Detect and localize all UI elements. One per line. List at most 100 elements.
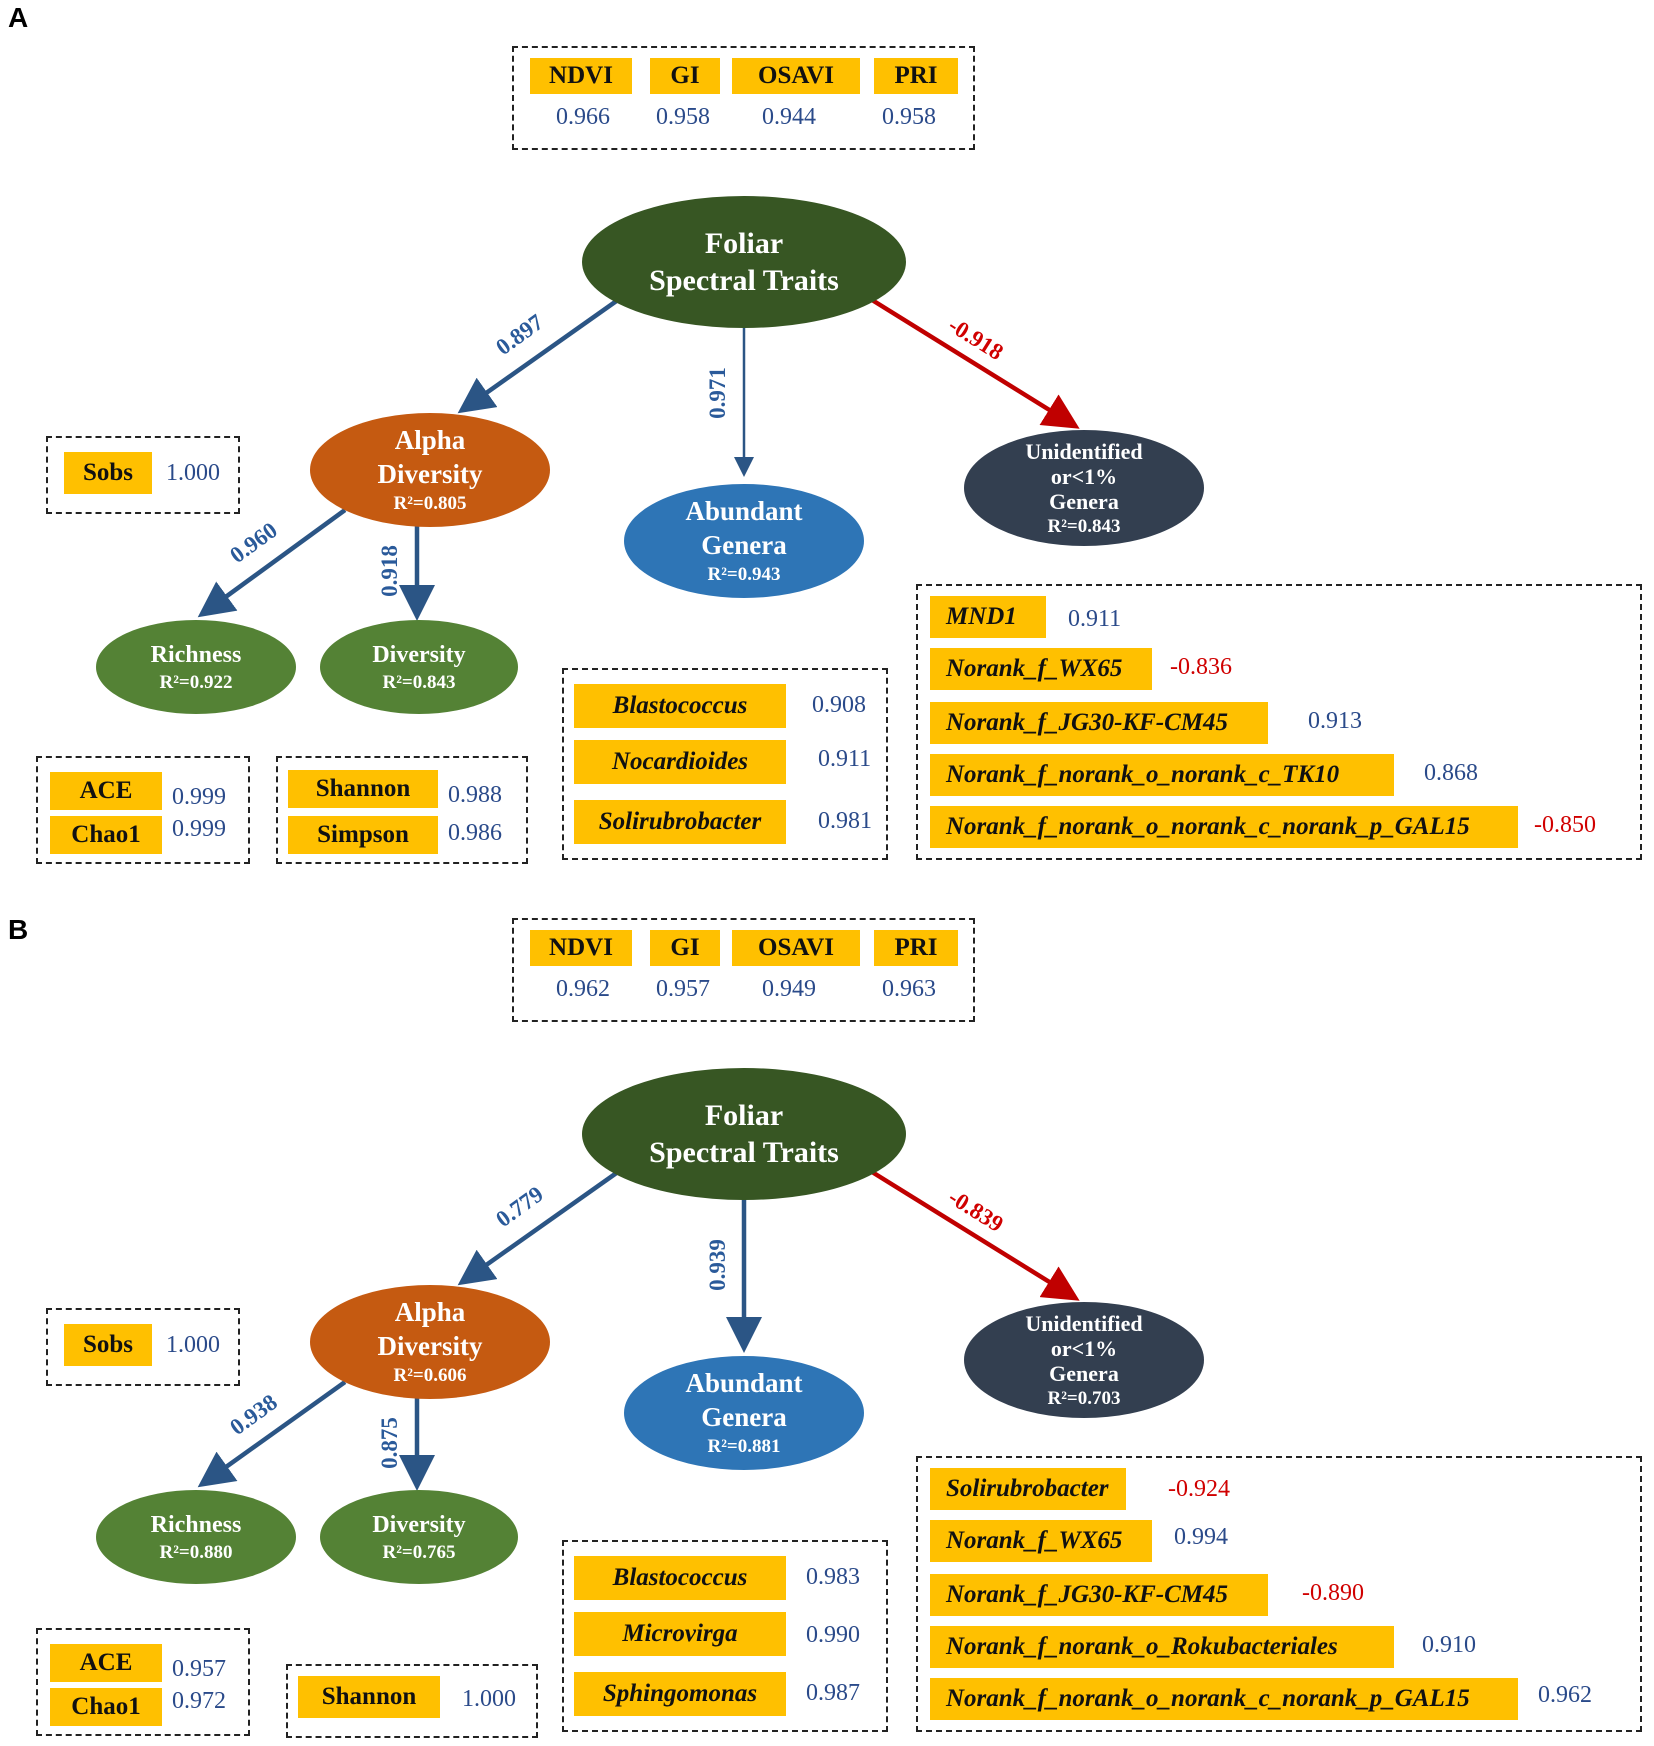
- index-value-gi: 0.957: [656, 976, 710, 1002]
- panel-b-arrows: [197, 1160, 1080, 1491]
- foliar-title-line1: Foliar: [704, 1098, 784, 1132]
- diversity-title: Diversity: [372, 1511, 466, 1538]
- richness-index-label: ACE: [50, 1644, 162, 1682]
- abundant-genus-label: Nocardioides: [574, 740, 786, 784]
- alpha-diversity-node: Alpha Diversity R²=0.606: [310, 1285, 550, 1399]
- diversity-index-value: 0.988: [448, 782, 502, 808]
- unidentified-genus-value: 0.962: [1538, 1682, 1592, 1708]
- unidentified-title-line3: Genera: [1049, 489, 1119, 515]
- abundant-genera-node: Abundant Genera R²=0.881: [624, 1356, 864, 1470]
- diversity-index-value: 1.000: [462, 1686, 516, 1712]
- abundant-r2: R²=0.943: [707, 564, 781, 586]
- diversity-indices-box: [276, 756, 528, 864]
- unidentified-title-line3: Genera: [1049, 1361, 1119, 1387]
- abundant-genus-value: 0.981: [818, 808, 872, 834]
- index-label-ndvi: NDVI: [530, 58, 632, 94]
- richness-index-value: 0.999: [172, 816, 226, 842]
- unidentified-genus-label: Solirubrobacter: [930, 1468, 1126, 1510]
- foliar-spectral-traits-node: Foliar Spectral Traits: [582, 196, 906, 328]
- abundant-genus-label: Sphingomonas: [574, 1672, 786, 1716]
- index-value-ndvi: 0.962: [556, 976, 610, 1002]
- sobs-value: 1.000: [166, 1332, 220, 1358]
- panel-a: A NDVI GI OSAVI PRI 0.966 0.958 0.944 0.…: [0, 0, 1654, 870]
- arrow-foliar-alpha: [457, 1160, 634, 1286]
- unidentified-genera-box: [916, 584, 1642, 860]
- diversity-indices-box: [286, 1664, 538, 1738]
- sobs-value: 1.000: [166, 460, 220, 486]
- alpha-title-line2: Diversity: [377, 1330, 483, 1361]
- unidentified-genus-label: Norank_f_WX65: [930, 1520, 1152, 1562]
- unidentified-genus-label: Norank_f_JG30-KF-CM45: [930, 1574, 1268, 1616]
- unidentified-genus-label: Norank_f_norank_o_norank_c_TK10: [930, 754, 1394, 796]
- richness-r2: R²=0.922: [159, 671, 233, 693]
- panel-b: B NDVI GI OSAVI PRI 0.962 0.957 0.949 0.…: [0, 870, 1654, 1740]
- abundant-genera-node: Abundant Genera R²=0.943: [624, 484, 864, 598]
- unidentified-genera-node: Unidentified or<1% Genera R²=0.843: [964, 430, 1204, 546]
- diversity-node: Diversity R²=0.843: [320, 620, 518, 714]
- abundant-title-line1: Abundant: [685, 1367, 803, 1398]
- abundant-genera-box: [562, 668, 888, 860]
- alpha-r2: R²=0.606: [393, 1365, 467, 1387]
- alpha-title-line1: Alpha: [394, 424, 466, 455]
- abundant-genus-value: 0.990: [806, 1622, 860, 1648]
- alpha-title-line2: Diversity: [377, 458, 483, 489]
- unidentified-genus-value: 0.868: [1424, 760, 1478, 786]
- richness-title: Richness: [150, 1511, 242, 1538]
- abundant-genus-label: Microvirga: [574, 1612, 786, 1656]
- edge-label-alpha-diversity: 0.875: [376, 1417, 402, 1469]
- unidentified-title-line2: or<1%: [1050, 1335, 1118, 1361]
- diversity-node: Diversity R²=0.765: [320, 1490, 518, 1584]
- index-label-osavi: OSAVI: [732, 58, 860, 94]
- richness-index-label: Chao1: [50, 816, 162, 854]
- diversity-index-label: Simpson: [288, 816, 438, 854]
- index-value-ndvi: 0.966: [556, 104, 610, 130]
- alpha-diversity-node: Alpha Diversity R²=0.805: [310, 413, 550, 527]
- unidentified-genus-value: -0.836: [1170, 654, 1232, 680]
- unidentified-genus-value: -0.924: [1168, 1476, 1230, 1502]
- arrow-alpha-richness: [197, 508, 347, 618]
- abundant-title-line2: Genera: [701, 1401, 787, 1432]
- alpha-title-line1: Alpha: [394, 1296, 466, 1327]
- richness-index-label: ACE: [50, 772, 162, 810]
- panel-label: A: [8, 2, 29, 33]
- unidentified-genus-label: Norank_f_JG30-KF-CM45: [930, 702, 1268, 744]
- foliar-spectral-traits-node: Foliar Spectral Traits: [582, 1068, 906, 1200]
- abundant-r2: R²=0.881: [707, 1436, 781, 1458]
- index-value-osavi: 0.949: [762, 976, 816, 1002]
- richness-node: Richness R²=0.880: [96, 1490, 296, 1584]
- index-label-ndvi: NDVI: [530, 930, 632, 966]
- unidentified-title-line1: Unidentified: [1025, 1310, 1143, 1336]
- sobs-label: Sobs: [64, 452, 152, 494]
- abundant-genus-label: Blastococcus: [574, 684, 786, 728]
- unidentified-genus-value: -0.890: [1302, 1580, 1364, 1606]
- arrow-foliar-unidentified: [854, 288, 1080, 429]
- abundant-genus-value: 0.908: [812, 692, 866, 718]
- abundant-genus-value: 0.987: [806, 1680, 860, 1706]
- sobs-box: [46, 1308, 240, 1386]
- abundant-title-line1: Abundant: [685, 495, 803, 526]
- spectral-indices-box: [512, 46, 975, 150]
- richness-index-value: 0.999: [172, 784, 226, 810]
- foliar-title-line2: Spectral Traits: [649, 1136, 839, 1169]
- unidentified-title-line1: Unidentified: [1025, 438, 1143, 464]
- unidentified-genus-label: Norank_f_WX65: [930, 648, 1152, 690]
- foliar-title-line2: Spectral Traits: [649, 264, 839, 297]
- unidentified-genus-value: 0.913: [1308, 708, 1362, 734]
- unidentified-genera-node: Unidentified or<1% Genera R²=0.703: [964, 1302, 1204, 1418]
- richness-node: Richness R²=0.922: [96, 620, 296, 714]
- unidentified-genus-value: 0.911: [1068, 606, 1122, 632]
- richness-r2: R²=0.880: [159, 1541, 233, 1563]
- diversity-index-label: Shannon: [298, 1676, 440, 1718]
- abundant-genus-value: 0.983: [806, 1564, 860, 1590]
- arrow-foliar-alpha: [457, 288, 634, 414]
- index-label-pri: PRI: [874, 930, 958, 966]
- arrow-alpha-richness: [197, 1380, 347, 1488]
- foliar-title-line1: Foliar: [704, 226, 784, 260]
- alpha-r2: R²=0.805: [393, 493, 467, 515]
- unidentified-genus-label: Norank_f_norank_o_norank_c_norank_p_GAL1…: [930, 1678, 1518, 1720]
- spectral-indices-box: [512, 918, 975, 1022]
- abundant-genus-label: Blastococcus: [574, 1556, 786, 1600]
- richness-index-value: 0.972: [172, 1688, 226, 1714]
- index-label-gi: GI: [650, 930, 720, 966]
- abundant-genus-value: 0.911: [818, 746, 872, 772]
